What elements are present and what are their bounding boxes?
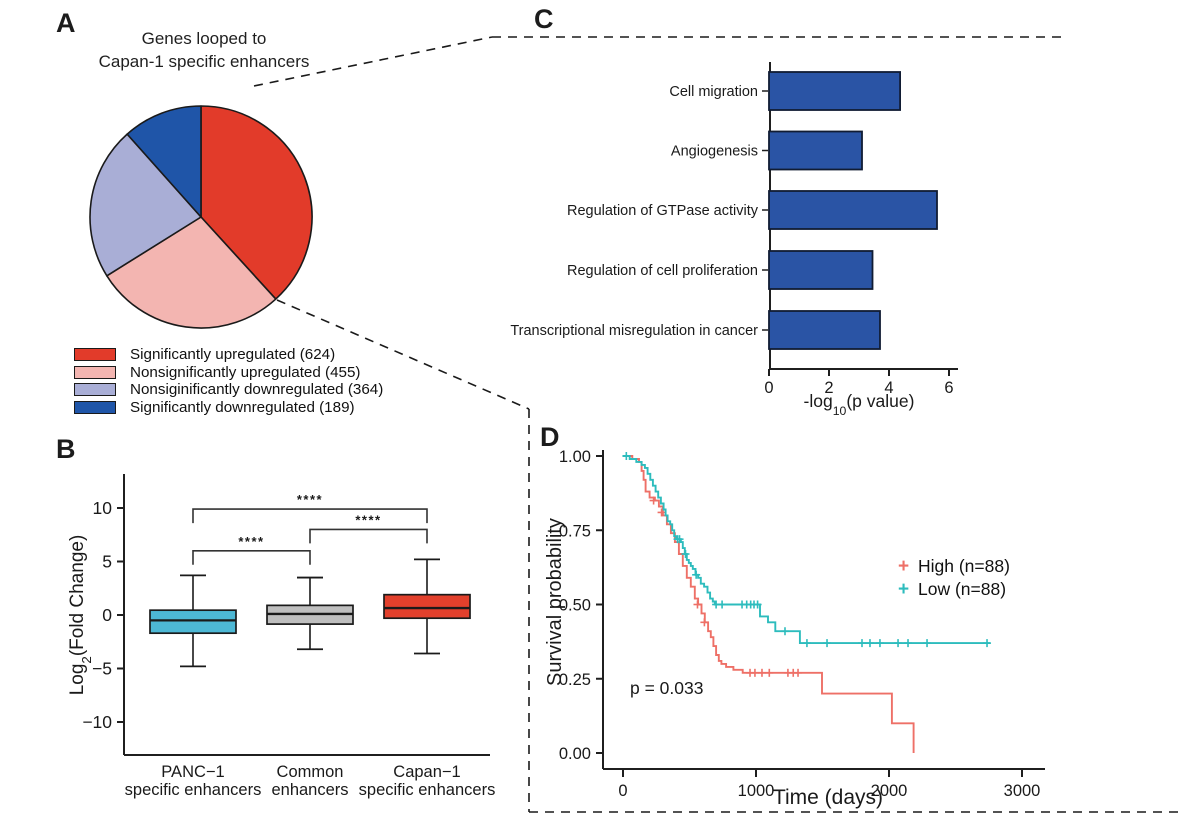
category-label-line1: Capan−1 [393,763,460,781]
legend-label: Significantly downregulated (189) [130,398,355,416]
panel-c-label: C [534,4,554,34]
panel-a-label: A [56,8,76,38]
pie-slice [89,133,202,277]
km-legend: + High (n=88) + Low (n=88) [898,555,1010,601]
legend-swatch-lavender [74,383,116,397]
pie-slice [200,105,313,300]
category-label-line2: enhancers [271,781,348,799]
legend-item-low: + Low (n=88) [898,578,1010,601]
y-tick-label: 1.00 [559,448,591,466]
legend-swatch-red [74,348,116,362]
pie-slice [126,105,202,218]
category-label-line1: Common [277,763,344,781]
pie-chart [89,105,313,329]
bar-chart: 0 2 4 6 Cell migrationAngiogenesisRegulation… [510,62,958,397]
km-p-value: p = 0.033 [630,678,704,698]
callout-line-mid-diagonal [276,299,530,410]
km-curve-low [623,455,991,645]
bar-category-label: Transcriptional misregulation in cancer [510,323,758,339]
y-tick-label: 0.25 [559,671,591,689]
legend-item: Significantly downregulated (189) [74,399,383,417]
category-label-line2: specific enhancers [125,781,262,799]
plus-marker-icon: + [898,556,910,577]
legend-item-high: + High (n=88) [898,555,1010,578]
bar [768,71,902,111]
box [149,609,237,635]
legend-label: Significantly upregulated (624) [130,346,336,364]
box [383,593,471,620]
category-label-line1: PANC−1 [161,763,224,781]
km-x-axis-label: Time (days) [772,786,884,809]
significance-stars: **** [355,512,381,527]
y-tick-label: 5 [102,552,112,572]
km-curve-high [623,455,915,753]
pie-legend: Significantly upregulated (624) Nonsigni… [74,346,383,416]
y-tick-label: 0.50 [559,597,591,615]
legend-label: Nonsignificantly upregulated (455) [130,363,361,381]
plus-marker-icon: + [898,579,910,600]
legend-item: Nonsiginificantly downregulated (364) [74,381,383,399]
y-tick-label: 0.75 [559,522,591,540]
bar-x-axis-label: -log10(p value) [803,391,915,418]
callout-line-top-diagonal [253,36,493,87]
y-tick-label: −5 [92,659,112,679]
bar [768,190,938,230]
pie-title-line2: Capan-1 specific enhancers [98,51,310,71]
bar-category-label: Regulation of GTPase activity [567,203,759,219]
bar [768,310,881,350]
significance-bracket [309,528,428,544]
significance-stars: **** [297,492,323,507]
legend-swatch-blue [74,400,116,414]
y-tick-label: −10 [82,712,112,732]
panel-b-label: B [56,434,76,464]
x-tick-label: 2 [824,379,833,397]
x-tick-label: 0 [618,782,627,800]
bar [768,130,863,171]
x-tick-label: 0 [764,379,773,397]
category-label-line2: specific enhancers [359,781,496,799]
y-tick-label: 0.00 [559,745,591,763]
x-tick-label: 4 [884,379,893,397]
legend-item: Nonsignificantly upregulated (455) [74,364,383,382]
bar-category-label: Regulation of cell proliferation [567,263,758,279]
x-tick-label: 1000 [738,782,775,800]
pie-title: Genes looped to Capan-1 specific enhance… [58,28,350,73]
km-plot: 0.00 0.25 0.50 0.75 1.00 0 1000 2000 3000 [559,448,1045,800]
x-tick-label: 6 [944,379,953,397]
bar-category-label: Angiogenesis [671,144,758,160]
bar-category-label: Cell migration [669,84,758,100]
y-tick-label: 10 [93,498,113,518]
legend-label: Nonsiginificantly downregulated (364) [130,381,384,399]
legend-item: Significantly upregulated (624) [74,346,383,364]
y-tick-label: 0 [102,605,112,625]
significance-bracket [192,508,428,524]
x-tick-label: 2000 [871,782,908,800]
legend-swatch-pink [74,365,116,379]
legend-label: Low (n=88) [918,579,1007,599]
x-tick-label: 3000 [1004,782,1041,800]
pie-title-line1: Genes looped to [141,29,267,48]
significance-stars: **** [238,534,264,549]
significance-bracket [192,550,311,565]
bar [768,250,874,290]
pie-slice [106,216,277,329]
legend-label: High (n=88) [918,556,1010,576]
panel-d-label: D [540,422,560,452]
